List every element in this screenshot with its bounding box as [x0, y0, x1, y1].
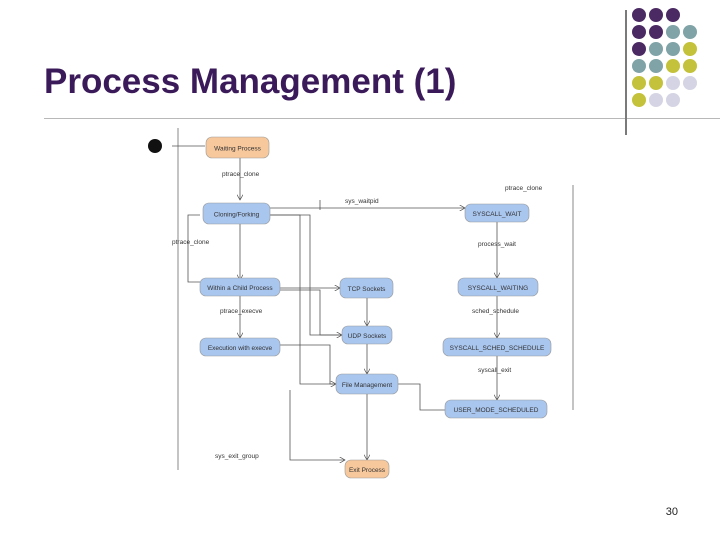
state-file-management: File Management: [335, 373, 399, 395]
dot: [683, 25, 697, 39]
dot: [632, 8, 646, 22]
connector: [280, 289, 342, 335]
connector: [187, 214, 200, 283]
dot: [666, 76, 680, 90]
dot: [632, 59, 646, 73]
state-label: TCP Sockets: [348, 286, 387, 293]
transition-label: ptrace_clone: [222, 171, 260, 178]
state-label: USER_MODE_SCHEDULED: [454, 407, 539, 414]
transition-label: ptrace_clone: [505, 185, 543, 192]
state-label: SYSCALL_WAIT: [473, 211, 522, 218]
state-udp-sockets: UDP Sockets: [341, 325, 393, 345]
title-divider: [44, 118, 720, 119]
dot: [632, 25, 646, 39]
transition-label: process_wait: [478, 241, 516, 248]
state-exit-process: Exit Process: [344, 459, 390, 479]
state-tcp-sockets: TCP Sockets: [339, 277, 394, 299]
connector: [270, 214, 342, 336]
transition-label: sched_schedule: [472, 308, 519, 315]
connector: [398, 383, 445, 411]
state-label: Execution with execve: [208, 345, 273, 352]
transition-label: sys_exit_group: [215, 453, 259, 460]
dot: [649, 42, 663, 56]
dot: [632, 42, 646, 56]
state-label: Exit Process: [349, 467, 386, 474]
connector: [280, 344, 336, 384]
dot: [666, 93, 680, 107]
state-label: Waiting Process: [214, 146, 261, 153]
dot: [649, 25, 663, 39]
dot: [683, 42, 697, 56]
dot: [632, 76, 646, 90]
vertical-divider: [625, 10, 627, 135]
dot: [666, 59, 680, 73]
dot: [683, 76, 697, 90]
state-syscall-sched-schedule: SYSCALL_SCHED_SCHEDULE: [442, 337, 552, 357]
page-number: 30: [665, 506, 678, 518]
state-user-mode-scheduled: USER_MODE_SCHEDULED: [444, 399, 548, 419]
transition-label: sys_waitpid: [345, 198, 379, 205]
dot: [666, 25, 680, 39]
state-cloning-forking: Cloning/Forking: [202, 202, 271, 225]
state-label: UDP Sockets: [348, 333, 387, 340]
state-label: File Management: [342, 382, 392, 389]
state-execution-with-execve: Execution with execve: [199, 337, 281, 357]
state-syscall-waiting: SYSCALL_WAITING: [457, 277, 539, 297]
transition-label: ptrace_execve: [220, 308, 263, 315]
transition-label: syscall_exit: [478, 367, 511, 374]
state-label: SYSCALL_SCHED_SCHEDULE: [450, 345, 545, 352]
dot: [666, 8, 680, 22]
connector: [289, 390, 345, 460]
slide-title: Process Management (1): [44, 62, 457, 101]
state-within-child-process: Within a Child Process: [199, 277, 281, 297]
dot: [649, 59, 663, 73]
state-label: Within a Child Process: [207, 285, 273, 292]
state-label: Cloning/Forking: [214, 212, 260, 219]
state-label: SYSCALL_WAITING: [468, 285, 528, 292]
initial-node: [148, 139, 162, 153]
state-waiting-process: Waiting Process: [205, 136, 270, 159]
transition-label: ptrace_clone: [172, 239, 210, 246]
connectors: [172, 145, 497, 460]
dot: [649, 93, 663, 107]
connector: [265, 214, 336, 385]
dot: [649, 8, 663, 22]
dot: [632, 93, 646, 107]
dot: [666, 42, 680, 56]
dot: [649, 76, 663, 90]
state-syscall-wait: SYSCALL_WAIT: [464, 203, 530, 223]
dot: [683, 59, 697, 73]
